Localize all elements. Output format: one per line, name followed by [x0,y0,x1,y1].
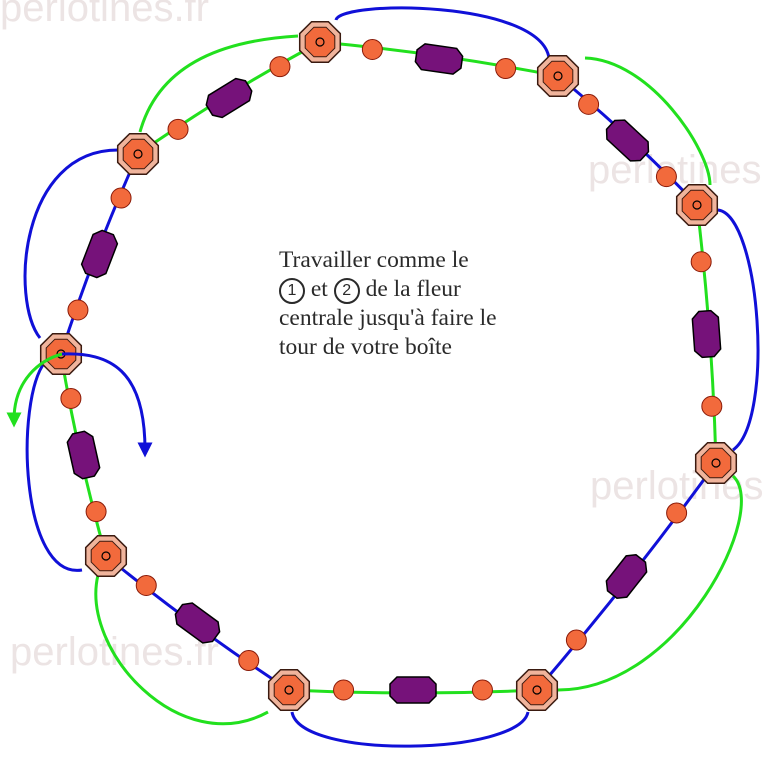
round-bead [167,118,189,140]
round-bead [110,187,132,209]
watermark-1: perlotines.fr [0,0,209,30]
octagon-bead-face [122,138,154,170]
tube-bead-body [414,43,464,75]
octagon-bead [84,534,128,578]
octagon-bead-hole [315,37,325,47]
octagon-bead [267,668,311,712]
octagon-bead [694,441,738,485]
octagon-bead-hole [284,685,294,695]
octagon-bead-face [90,540,122,572]
outer-thread-loop [717,208,760,452]
octagon-bead-hole [692,200,702,210]
round-bead [495,58,517,80]
tube-bead [691,309,722,359]
octagon-bead [675,183,719,227]
octagon-bead [536,54,580,98]
round-bead [655,166,677,188]
octagon-bead-hole [553,71,563,81]
octagon-bead [515,668,559,712]
octagon-bead-hole [532,685,542,695]
tube-bead-body [174,602,221,644]
outer-threads [23,6,760,748]
outer-thread-loop [94,574,269,726]
blue-arrow [61,352,153,458]
tube-bead [389,676,437,704]
octagon-bead-face [681,189,713,221]
round-bead [238,650,260,672]
round-bead [333,679,355,701]
round-bead [666,502,688,524]
tube-bead-body [691,309,722,359]
octagon-bead-face [521,674,553,706]
round-bead [578,93,600,115]
instruction-line-3: centrale jusqu'à faire le [279,305,497,331]
octagon-bead-hole [711,458,721,468]
round-bead [361,38,383,60]
beads [39,20,738,712]
green-arrow [6,352,63,428]
instruction-line-2-tail: de la fleur [365,276,461,302]
tube-bead-body [66,430,101,480]
tube-bead [414,43,464,75]
round-bead [60,387,82,409]
round-bead [471,679,493,701]
octagon-bead-face [273,674,305,706]
round-bead [565,629,587,651]
octagon-bead-hole [101,551,111,561]
tube-bead [80,229,119,279]
round-bead [67,299,89,321]
watermark-2: perlotines [588,148,762,192]
round-bead [85,501,107,523]
instruction-text: Travailler comme le 1 et 2 de la fleur c… [279,246,497,362]
round-bead [269,56,291,78]
tube-bead-body [605,553,648,600]
outer-thread-loop [557,474,743,692]
instruction-line-2: 1 et 2 de la fleur [279,275,497,304]
tube-bead-body [205,77,253,119]
step-2-badge: 2 [333,278,360,304]
octagon-bead-face [700,447,732,479]
octagon-bead-hole [133,149,143,159]
outer-thread-loop [584,56,712,186]
outer-thread-loop [138,34,299,133]
tube-bead-body [389,676,437,704]
step-1-badge: 1 [279,278,305,304]
outer-thread-loop [25,361,83,572]
octagon-bead [298,20,342,64]
tube-bead [66,430,101,480]
tube-bead [205,77,253,119]
instruction-line-4: tour de votre boîte [279,334,452,360]
instruction-line-1: Travailler comme le [279,247,469,273]
tube-bead [605,119,650,162]
round-bead [135,574,157,596]
round-bead [690,251,712,273]
tube-bead [605,553,648,600]
outer-thread-loop [334,6,551,59]
tube-bead [174,602,221,644]
tube-bead-body [80,229,119,279]
thread-ends [6,352,153,458]
instruction-connector: et [310,276,328,302]
octagon-bead [116,132,160,176]
tube-bead-body [605,119,650,162]
outer-thread-loop [290,711,530,748]
round-bead [701,395,723,417]
octagon-bead-face [304,26,336,58]
outer-thread-loop [23,148,119,339]
octagon-bead-face [542,60,574,92]
